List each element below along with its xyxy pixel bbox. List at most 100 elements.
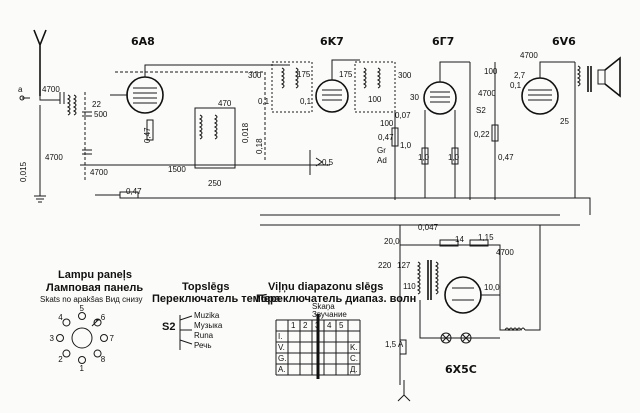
cap-1500: 1500 — [168, 165, 186, 174]
cap-10ps: 10,0 — [484, 283, 500, 292]
res-047-far: 0,47 — [498, 153, 514, 162]
tube-6k7 — [315, 59, 360, 113]
filter-choke — [504, 327, 526, 332]
tube-label-6a8: 6A8 — [131, 35, 155, 48]
band-col-1: 1 — [291, 321, 296, 330]
fuse-15a: 1,5 A — [385, 340, 404, 349]
res-022: 0,22 — [474, 130, 490, 139]
cap-4700-ps: 4700 — [496, 248, 514, 257]
socket-pin-5 — [78, 312, 86, 320]
tap-127: 127 — [397, 261, 411, 270]
band-right-1: C. — [350, 354, 358, 363]
tube-label-6g7: 6Г7 — [432, 35, 454, 48]
socket-pin-8 — [93, 349, 102, 358]
tap-110: 110 — [403, 282, 416, 291]
tube-6x5c — [444, 276, 482, 314]
output-transformer — [574, 62, 592, 100]
cap-100b: 100 — [380, 119, 394, 128]
cap-30: 30 — [410, 93, 419, 102]
socket-pin-6 — [93, 318, 102, 327]
tube-label-6x5c: 6X5C — [445, 363, 477, 376]
band-switch-table: 12345I.V.G.A.K.C.Д. — [275, 314, 361, 379]
band-row-0: I. — [278, 332, 282, 341]
tone-s2-label: S2 — [162, 321, 175, 333]
tube-label-6k7: 6K7 — [320, 35, 344, 48]
socket-pin-label-5: 5 — [80, 304, 85, 313]
res-01b: 0,1 — [300, 97, 312, 106]
socket-title-ru: Ламповая панель — [46, 282, 143, 294]
res-0047: 0,047 — [418, 223, 439, 232]
socket-pin-3 — [56, 334, 64, 342]
band-right-2: Д. — [350, 365, 358, 374]
res-14: 14 — [455, 235, 464, 244]
socket-pin-label-8: 8 — [101, 355, 106, 364]
tone-opt-runa: Runa — [194, 331, 214, 340]
socket-pin-label-1: 1 — [80, 364, 85, 373]
res-018: 0,18 — [255, 138, 264, 154]
cap-100: 100 — [368, 95, 382, 104]
cap-4700-r: 4700 — [478, 89, 496, 98]
band-hdr-2: Звучание — [312, 310, 347, 319]
svg-text:a: a — [18, 85, 23, 94]
band-right-0: K. — [350, 343, 358, 352]
switch-gr: Gr — [377, 146, 386, 155]
res-27: 2,7 — [514, 71, 526, 80]
cap-05: 0,5 — [322, 158, 334, 167]
cap-300b: 300 — [398, 71, 412, 80]
tube-6a8 — [110, 64, 290, 114]
oscillator-coil — [194, 107, 236, 169]
band-col-5: 5 — [339, 321, 344, 330]
antenna-symbol — [33, 29, 47, 96]
tone-opt-rech: Речь — [194, 341, 212, 350]
cap-300: 300 — [248, 71, 262, 80]
socket-pin-label-4: 4 — [58, 313, 63, 322]
res-20: 20,0 — [384, 237, 400, 246]
cap-4700-low: 4700 — [45, 153, 63, 162]
cap-4700-mid: 4700 — [90, 168, 108, 177]
fuse — [399, 339, 407, 355]
cap-175b: 175 — [339, 70, 353, 79]
band-hdr-1: Skaņa — [312, 302, 335, 311]
cap-250: 250 — [208, 179, 222, 188]
res-007: 0,07 — [395, 111, 411, 120]
socket-pin-label-6: 6 — [101, 313, 106, 322]
tone-opt-muzika: Muzika — [194, 311, 220, 320]
tone-title-ru: Переключатель тембра — [152, 293, 281, 305]
switch-ad: Ad — [377, 156, 387, 165]
res-10b: 1,0 — [418, 153, 430, 162]
rf-coil-1 — [66, 94, 77, 116]
band-row-2: G. — [278, 354, 286, 363]
band-col-2: 2 — [303, 321, 308, 330]
power-transformer — [416, 260, 439, 300]
socket-pin-2 — [62, 349, 71, 358]
cap-100-top: 100 — [484, 67, 498, 76]
switch-s2: S2 — [476, 106, 486, 115]
loudspeaker-icon — [597, 56, 621, 98]
cap-470: 470 — [218, 99, 232, 108]
socket-pin-1 — [78, 356, 86, 364]
cap-25: 25 — [560, 117, 569, 126]
cap-4700-in: 4700 — [42, 85, 60, 94]
band-row-3: A. — [278, 365, 286, 374]
res-10a: 1,0 — [400, 141, 412, 150]
tone-title-lv: Topslēgs — [182, 281, 229, 293]
tap-220: 220 — [378, 261, 392, 270]
band-row-1: V. — [278, 343, 285, 352]
socket-pin-label-3: 3 — [50, 334, 55, 343]
res-0018: 0,018 — [241, 122, 250, 143]
if-transformer-2 — [354, 61, 396, 113]
band-title-lv: Viļņu diapazonu slēgs — [268, 281, 383, 293]
res-01-top: 0,1 — [510, 81, 522, 90]
tube-label-6v6: 6V6 — [552, 35, 576, 48]
socket-pin-label-7: 7 — [110, 334, 115, 343]
tube-6v6 — [521, 61, 575, 115]
socket-pin-4 — [62, 318, 71, 327]
ground-left — [34, 195, 46, 203]
res-047-right: 0,47 — [378, 133, 394, 142]
cap-4700-top: 4700 — [520, 51, 538, 60]
res-01a: 0,1 — [258, 97, 270, 106]
cap-175a: 175 — [297, 70, 311, 79]
cap-22: 22 — [92, 100, 101, 109]
